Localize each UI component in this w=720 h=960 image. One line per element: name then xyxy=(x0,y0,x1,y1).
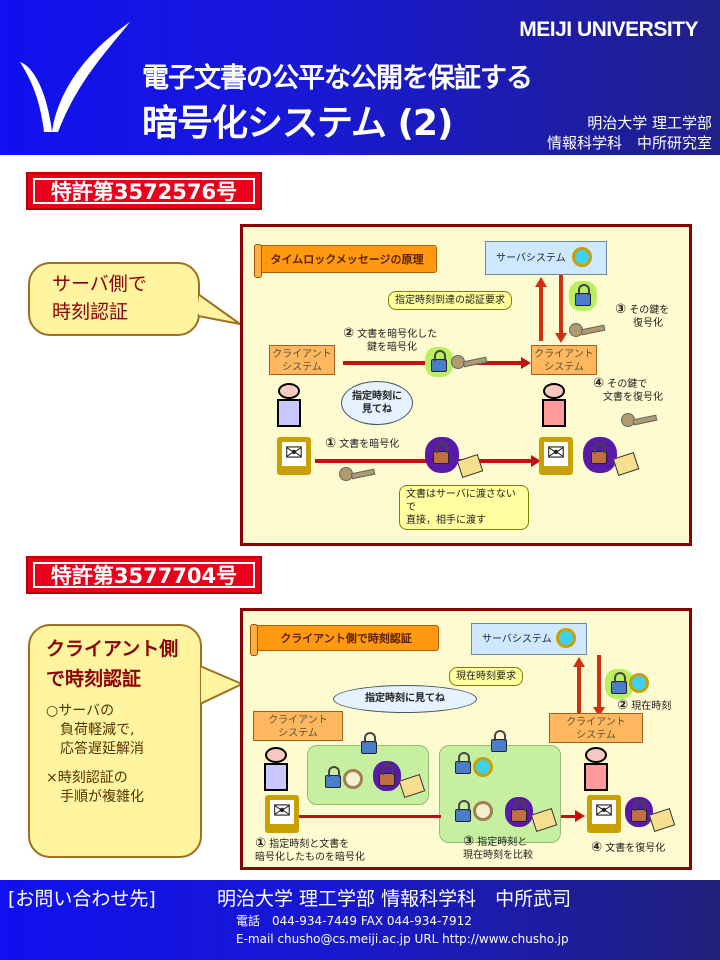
server-label: サーバシステム xyxy=(482,634,552,645)
arrow-up-head xyxy=(535,277,547,287)
header-banner: MEIJI UNIVERSITY 電子文書の公平な公開を保証する 暗号化システム… xyxy=(0,0,720,155)
step1-arrow-line xyxy=(315,459,533,463)
client-auth-diagram-panel: クライアント側で時刻認証 サーバシステム 現在時刻要求 ② 現在時刻 指定時刻に… xyxy=(240,608,692,870)
lock-icon xyxy=(431,350,447,372)
patent-badge-2: 特許第3577704号 xyxy=(26,556,262,594)
diagram-title-scroll: タイムロックメッセージの原理 xyxy=(254,244,437,278)
direct-delivery-note: 文書はサーバに渡さないで直接，相手に渡す xyxy=(399,485,529,530)
stopwatch-icon xyxy=(556,628,576,648)
patent-number-1: 特許第3572576号 xyxy=(33,178,255,204)
lock-icon xyxy=(575,284,591,306)
key-icon xyxy=(621,413,658,427)
server-system-box: サーバシステム xyxy=(485,241,607,275)
lock-icon xyxy=(455,800,471,822)
lock-icon xyxy=(379,764,395,786)
mail-icon xyxy=(265,795,299,833)
arrow-down-head xyxy=(555,333,567,343)
client-system-box-right: クライアントシステム xyxy=(531,345,597,375)
patent-number-2: 特許第3577704号 xyxy=(33,562,255,588)
page-title-line2: 暗号化システム (2) xyxy=(142,103,453,144)
pros-list: ○サーバの 負荷軽減で, 応答遅延解消 xyxy=(46,703,144,757)
callout-pointer xyxy=(200,664,245,706)
client-side-callout: クライアント側 で時刻認証 ○サーバの 負荷軽減で, 応答遅延解消 ×時刻認証の… xyxy=(28,624,202,858)
clock-icon xyxy=(473,801,493,821)
step1-arrow-line xyxy=(299,815,441,818)
document-icon xyxy=(456,454,484,478)
callout-text: サーバ側で xyxy=(52,273,147,295)
server-system-box: サーバシステム xyxy=(471,623,587,655)
client-system-box-right: クライアントシステム xyxy=(549,713,643,743)
step3-note: ③ 指定時刻と現在時刻を比較 xyxy=(463,834,533,861)
step2-note: ② 文書を暗号化した鍵を暗号化 xyxy=(343,326,438,353)
affiliation-line1: 明治大学 理工学部 xyxy=(587,114,712,132)
callout-heading: クライアント側 xyxy=(46,638,179,660)
stopwatch-icon xyxy=(572,247,592,267)
cons-list: ×時刻認証の 手順が複雑化 xyxy=(46,770,144,805)
mail-icon xyxy=(277,437,311,475)
arrow-down-head xyxy=(593,707,605,717)
client-system-box-left: クライアントシステム xyxy=(269,345,335,375)
contact-phone-fax: 電話 044-934-7449 FAX 044-934-7912 xyxy=(236,914,472,928)
unlocked-lock-icon xyxy=(591,442,607,464)
step2-note: ② 現在時刻 xyxy=(617,698,672,713)
step3-note: ③ その鍵を復号化 xyxy=(615,302,670,329)
diagram-title-scroll: クライアント側で時刻認証 xyxy=(250,624,439,656)
arrow-up-line xyxy=(577,665,581,719)
step1-arrow-head xyxy=(531,455,541,467)
step1-note: ① 指定時刻と文書を暗号化したものを暗号化 xyxy=(255,836,365,863)
unlocked-lock-icon xyxy=(631,800,647,822)
lock-icon xyxy=(325,766,341,788)
contact-organization: 明治大学 理工学部 情報科学科 中所武司 xyxy=(217,888,572,910)
arrow-down-line xyxy=(597,655,601,709)
meiji-logo-icon xyxy=(20,22,130,132)
timelock-diagram-panel: タイムロックメッセージの原理 サーバシステム 指定時刻到達の認証要求 ③ その鍵… xyxy=(240,224,692,546)
key-icon xyxy=(569,323,606,337)
step4-note: ④ 文書を復号化 xyxy=(591,840,666,855)
step2-arrow-head xyxy=(521,357,531,369)
stopwatch-icon xyxy=(473,757,493,777)
clock-icon xyxy=(343,769,363,789)
key-icon xyxy=(451,355,488,369)
lock-icon xyxy=(491,730,507,752)
lock-icon xyxy=(361,732,377,754)
page-title-line1: 電子文書の公平な公開を保証する xyxy=(142,63,533,94)
arrow-down-line xyxy=(559,275,563,335)
contact-label: [お問い合わせ先] xyxy=(8,888,156,910)
mail-icon xyxy=(587,795,621,833)
step4-note: ④ その鍵で文書を復号化 xyxy=(593,376,663,403)
arrow-up-head xyxy=(573,657,585,667)
lock-icon xyxy=(611,672,627,694)
stopwatch-icon xyxy=(629,673,649,693)
time-request-callout: 現在時刻要求 xyxy=(449,667,523,686)
footer-contact: [お問い合わせ先] 明治大学 理工学部 情報科学科 中所武司 電話 044-93… xyxy=(0,880,720,960)
arrow-up-line xyxy=(539,285,543,341)
speech-bubble: 指定時刻に見てね xyxy=(333,685,477,713)
callout-heading: で時刻認証 xyxy=(46,668,142,690)
lock-icon xyxy=(455,752,471,774)
patent-badge-1: 特許第3572576号 xyxy=(26,172,262,210)
server-label: サーバシステム xyxy=(496,253,566,264)
affiliation-line2: 情報科学科 中所研究室 xyxy=(546,134,712,152)
step3-arrow-line xyxy=(561,815,577,818)
step1-note: ① 文書を暗号化 xyxy=(325,436,400,451)
contact-email-url[interactable]: E-mail chusho@cs.meiji.ac.jp URL http://… xyxy=(236,932,569,946)
brand-name: MEIJI UNIVERSITY xyxy=(519,18,698,41)
server-side-callout: サーバ側で 時刻認証 xyxy=(28,262,200,336)
speech-bubble: 指定時刻に見てね xyxy=(341,381,413,425)
callout-text: 時刻認証 xyxy=(52,301,129,323)
auth-request-callout: 指定時刻到達の認証要求 xyxy=(388,291,512,310)
lock-icon xyxy=(433,442,449,464)
step3-arrow-head xyxy=(575,810,585,822)
callout-pointer xyxy=(198,292,241,325)
key-icon xyxy=(339,467,376,481)
client-system-box-left: クライアントシステム xyxy=(253,711,343,741)
mail-icon xyxy=(539,437,573,475)
lock-icon xyxy=(511,800,527,822)
